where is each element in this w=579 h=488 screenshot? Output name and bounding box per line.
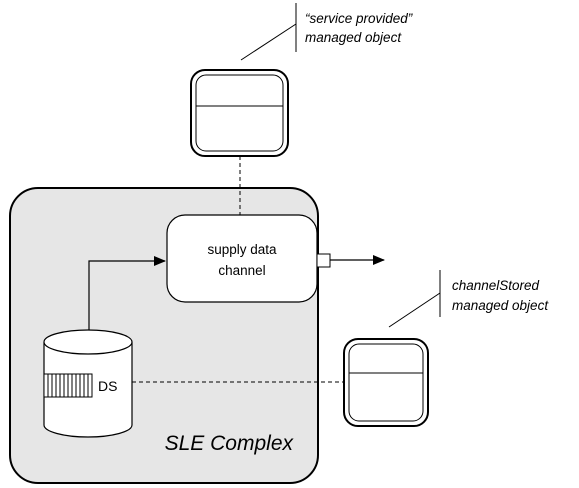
service-provided-managed-object	[190, 69, 289, 157]
data-store-label: DS	[98, 378, 117, 394]
output-port	[316, 253, 331, 268]
service-provided-label-line1: “service provided”	[305, 11, 413, 26]
supply-data-channel: supply data channel	[166, 214, 318, 303]
service-provided-label-line2: managed object	[305, 30, 402, 45]
channel-stored-label-line1: channelStored	[452, 278, 540, 293]
sle-complex-label: SLE Complex	[165, 432, 295, 455]
input-arrow	[88, 256, 166, 352]
channel-stored-managed-object	[343, 338, 429, 427]
data-store-cylinder: DS	[43, 329, 133, 438]
channel-stored-callout: channelStored managed object	[388, 270, 549, 328]
service-provided-callout: “service provided” managed object	[240, 3, 413, 61]
supply-channel-label-line1: supply data	[207, 242, 277, 257]
data-store-records-icon	[43, 373, 93, 398]
channel-stored-label-line2: managed object	[452, 298, 549, 313]
supply-channel-label-line2: channel	[218, 263, 265, 278]
